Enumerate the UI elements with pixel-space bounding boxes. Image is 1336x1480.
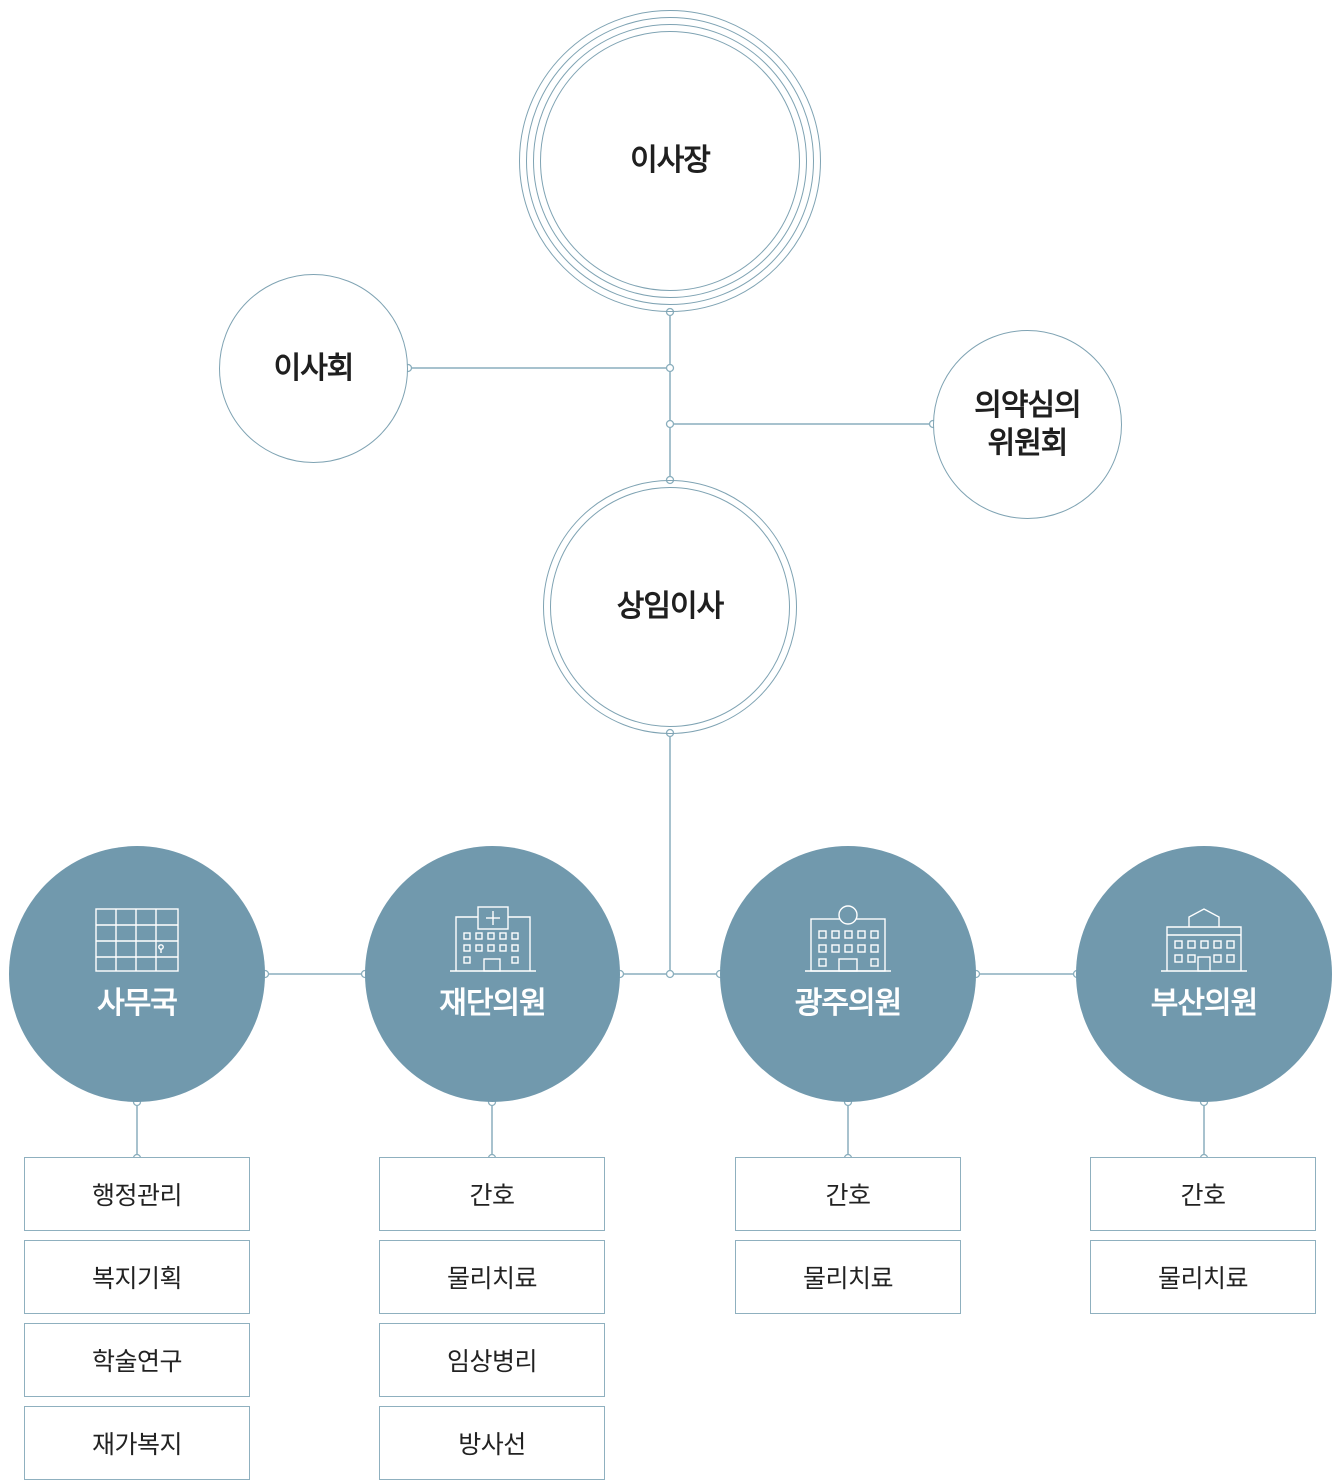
- dept-box: 임상병리: [379, 1323, 605, 1397]
- dept-box: 간호: [379, 1157, 605, 1231]
- branch-office-label: 사무국: [97, 986, 178, 1022]
- board-label: 이사회: [273, 350, 355, 386]
- dept-box: 간호: [1090, 1157, 1316, 1231]
- dept-box: 물리치료: [1090, 1240, 1316, 1314]
- dept-label: 방사선: [458, 1430, 526, 1459]
- branch-gwangju-clinic-label: 광주의원: [794, 986, 902, 1022]
- office-building-icon: [95, 908, 179, 972]
- dept-label: 재가복지: [91, 1430, 183, 1459]
- committee-label-line1: 의약심의: [974, 388, 1081, 423]
- board-node: 이사회: [219, 274, 408, 463]
- branch-busan-clinic-label: 부산의원: [1150, 986, 1258, 1022]
- committee-label-line2: 위원회: [987, 425, 1069, 461]
- dept-label: 물리치료: [802, 1264, 894, 1293]
- dept-label: 복지기획: [91, 1264, 183, 1293]
- dept-label: 간호: [469, 1181, 515, 1210]
- dept-label: 물리치료: [1157, 1264, 1249, 1293]
- dept-label: 학술연구: [91, 1347, 183, 1376]
- branch-office-node: 사무국: [9, 846, 265, 1102]
- dept-label: 임상병리: [446, 1347, 538, 1376]
- dept-box: 재가복지: [24, 1406, 250, 1480]
- dept-label: 간호: [1180, 1181, 1226, 1210]
- dept-box: 복지기획: [24, 1240, 250, 1314]
- hospital-cross-building-icon: [449, 906, 536, 972]
- chairman-node: 이사장: [519, 10, 821, 312]
- dept-box: 학술연구: [24, 1323, 250, 1397]
- dept-box: 물리치료: [379, 1240, 605, 1314]
- dept-box: 간호: [735, 1157, 961, 1231]
- branch-foundation-clinic-label: 재단의원: [439, 986, 546, 1022]
- standing-director-node: 상임이사: [543, 480, 797, 734]
- committee-node: 의약심의 위원회: [933, 330, 1122, 519]
- dept-box: 물리치료: [735, 1240, 961, 1314]
- dept-label: 행정관리: [91, 1181, 183, 1210]
- clinic-clock-building-icon: [805, 905, 891, 972]
- dept-box: 방사선: [379, 1406, 605, 1480]
- dept-label: 물리치료: [446, 1264, 538, 1293]
- branch-foundation-clinic-node: 재단의원: [365, 846, 620, 1102]
- branch-busan-clinic-node: 부산의원: [1076, 846, 1332, 1102]
- branch-gwangju-clinic-node: 광주의원: [720, 846, 976, 1102]
- dept-label: 간호: [825, 1181, 871, 1210]
- clinic-roof-building-icon: [1161, 908, 1247, 972]
- dept-box: 행정관리: [24, 1157, 250, 1231]
